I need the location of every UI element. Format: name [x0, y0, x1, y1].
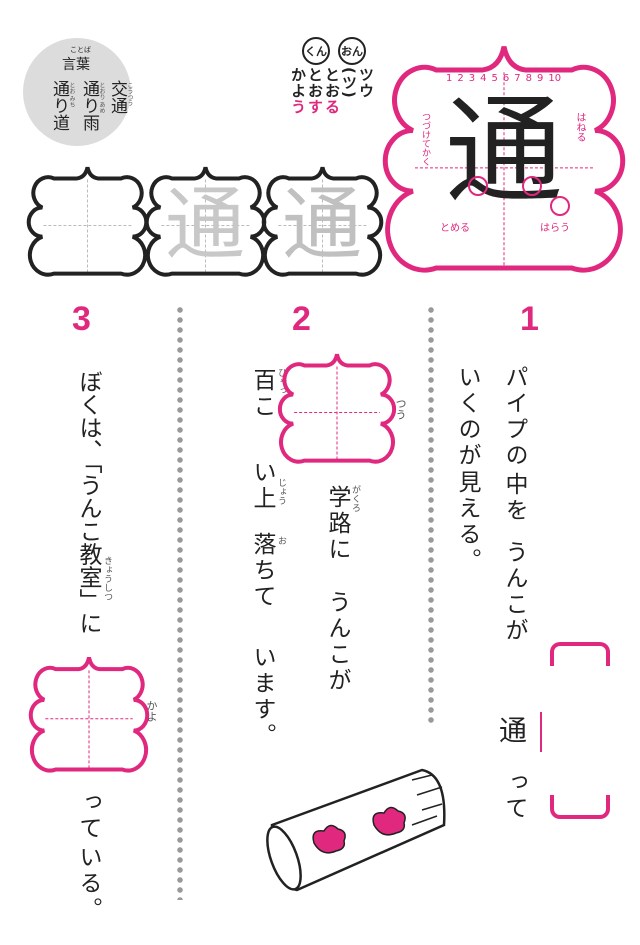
word-ruby: とおり あめ	[98, 82, 105, 114]
q2-text: 落ちて	[249, 532, 275, 610]
q3-blank-ruby: かよ	[145, 700, 158, 722]
stroke-number: 7	[514, 73, 521, 84]
answer-bracket-bottom	[550, 795, 610, 819]
on-badge: おん	[338, 37, 366, 65]
practice-box-trace[interactable]	[153, 165, 258, 277]
q1-text: って	[501, 770, 527, 822]
word-ruby: こうつう	[126, 82, 133, 106]
question-number-1: 1	[520, 300, 539, 338]
q3-ruby: きょうしつ	[102, 556, 112, 601]
q2-ruby: ひゃっ	[276, 368, 286, 395]
words-title-ruby: ことば	[70, 46, 91, 54]
note-haneru: はねる	[574, 112, 585, 142]
q1-text: いくのが	[454, 365, 480, 469]
q2-blank-ruby: つう	[394, 398, 407, 420]
q2-ruby: がくろ	[350, 485, 360, 512]
q2-text: います。	[249, 645, 275, 749]
highlight-circle	[468, 176, 488, 196]
stroke-number: 8	[525, 73, 532, 84]
stroke-number: 10	[548, 73, 562, 84]
note-tomeru: とめる	[440, 223, 470, 234]
words-badge	[23, 38, 131, 146]
stroke-guide-kanji: 通	[445, 82, 564, 220]
q1-text: パイプの	[501, 365, 527, 469]
kun-reading: とおす	[306, 67, 324, 115]
q2-text: うんこが	[324, 590, 350, 694]
words-badge-title: 言葉	[62, 57, 90, 73]
q3-text: って	[75, 790, 101, 842]
kun-reading: かよう	[289, 67, 307, 115]
stroke-number: 2	[457, 73, 464, 84]
stroke-number: 1	[446, 73, 453, 84]
q1-text: 見える。	[454, 470, 480, 574]
q3-text: いる。	[75, 845, 101, 923]
trace-kanji: 通	[165, 178, 245, 271]
answer-line	[540, 712, 542, 752]
stroke-number: 9	[537, 73, 544, 84]
on-reading: ツウ	[357, 67, 375, 99]
divider	[428, 305, 434, 725]
practice-box-empty[interactable]	[35, 165, 140, 277]
highlight-circle	[522, 176, 542, 196]
answer-bracket-top	[550, 642, 610, 666]
divider	[177, 305, 183, 900]
note-tsuzukete: つづけてかく	[420, 112, 430, 166]
kun-reading: とおる	[323, 67, 341, 115]
poop-icon	[372, 806, 406, 836]
word-ruby: とお みち	[68, 82, 75, 108]
stroke-number-row: 1 2 3 4 5 6 7 8 9 10	[446, 74, 561, 84]
q2-text: い上	[249, 460, 275, 512]
pipe-illustration	[266, 768, 446, 892]
q2-answer-box[interactable]	[286, 352, 388, 464]
example-answer-kanji: 通	[499, 714, 528, 747]
stroke-number: 3	[468, 73, 476, 84]
q3-text: ぼくは、「うんこ教室」に	[75, 370, 101, 635]
practice-box-stroke-order[interactable]	[270, 165, 375, 277]
q1-text: うんこが	[501, 540, 527, 644]
q3-answer-box[interactable]	[37, 655, 141, 773]
poop-icon	[312, 824, 346, 854]
note-harau: はらう	[540, 223, 570, 234]
word-toori-ame: 通り雨	[79, 80, 99, 131]
stroke-order-kanji: 通	[282, 178, 362, 271]
on-reading: (ツ)	[340, 67, 358, 99]
stroke-number: 4	[480, 73, 487, 84]
stroke-guide-frame	[398, 42, 610, 275]
q2-ruby: お	[276, 536, 286, 545]
stroke-number: 6	[502, 73, 510, 84]
q1-text: 中を	[501, 472, 527, 524]
question-number-2: 2	[292, 300, 311, 338]
word-koutsuu: 交通	[107, 80, 127, 114]
q2-text: 学路に	[324, 485, 350, 563]
q2-text: 百こ	[249, 368, 275, 420]
question-number-3: 3	[72, 300, 91, 338]
kun-badge: くん	[302, 37, 330, 65]
word-toori-michi: 通り道	[49, 80, 69, 131]
q2-ruby: じょう	[276, 478, 286, 505]
highlight-circle	[550, 196, 570, 216]
stroke-number: 5	[491, 73, 498, 84]
